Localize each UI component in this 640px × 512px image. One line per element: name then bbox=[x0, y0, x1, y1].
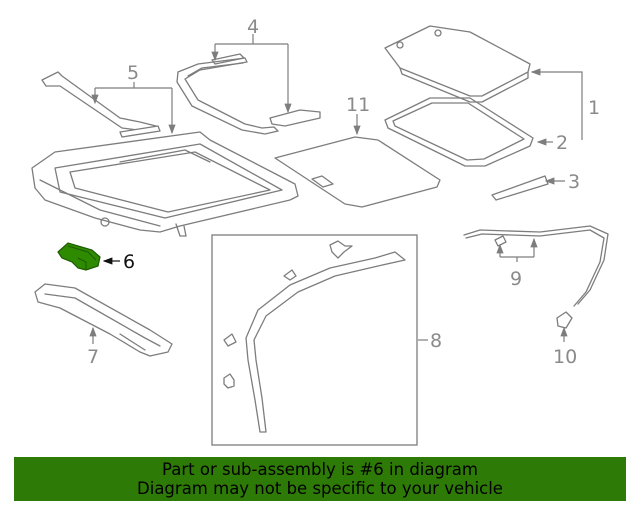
callout-1: 1 bbox=[588, 97, 600, 119]
leader-lines bbox=[89, 34, 583, 344]
exploded-parts-diagram: 1 2 3 4 5 6 7 8 9 10 11 bbox=[31, 16, 609, 446]
part-6-highlighted-bracket[interactable] bbox=[57, 242, 101, 271]
callout-10: 10 bbox=[553, 346, 577, 368]
part-rail-set[interactable] bbox=[176, 53, 321, 135]
callout-6: 6 bbox=[123, 251, 135, 273]
callout-5: 5 bbox=[127, 62, 139, 84]
callout-8: 8 bbox=[430, 330, 442, 352]
callout-3: 3 bbox=[568, 171, 580, 193]
callout-9: 9 bbox=[510, 268, 522, 290]
part-glass-seal[interactable] bbox=[384, 97, 534, 167]
part-reinforcement[interactable] bbox=[34, 283, 173, 357]
callout-11: 11 bbox=[346, 94, 370, 116]
part-housing-frame[interactable] bbox=[31, 131, 299, 237]
part-8-weatherstrip-box[interactable] bbox=[211, 234, 418, 446]
callout-7: 7 bbox=[87, 346, 99, 368]
callout-4: 4 bbox=[247, 16, 259, 38]
part-drain-hose[interactable] bbox=[463, 225, 609, 329]
part-sunshade[interactable] bbox=[274, 136, 441, 208]
info-banner: Part or sub-assembly is #6 in diagram Di… bbox=[14, 457, 626, 501]
callout-2: 2 bbox=[556, 132, 568, 154]
part-glass-panel[interactable] bbox=[384, 25, 531, 103]
banner-line-part-number: Part or sub-assembly is #6 in diagram bbox=[162, 460, 478, 479]
banner-line-disclaimer: Diagram may not be specific to your vehi… bbox=[137, 479, 503, 498]
part-wind-deflector[interactable] bbox=[491, 175, 549, 201]
part-cross-bars[interactable] bbox=[41, 71, 161, 138]
